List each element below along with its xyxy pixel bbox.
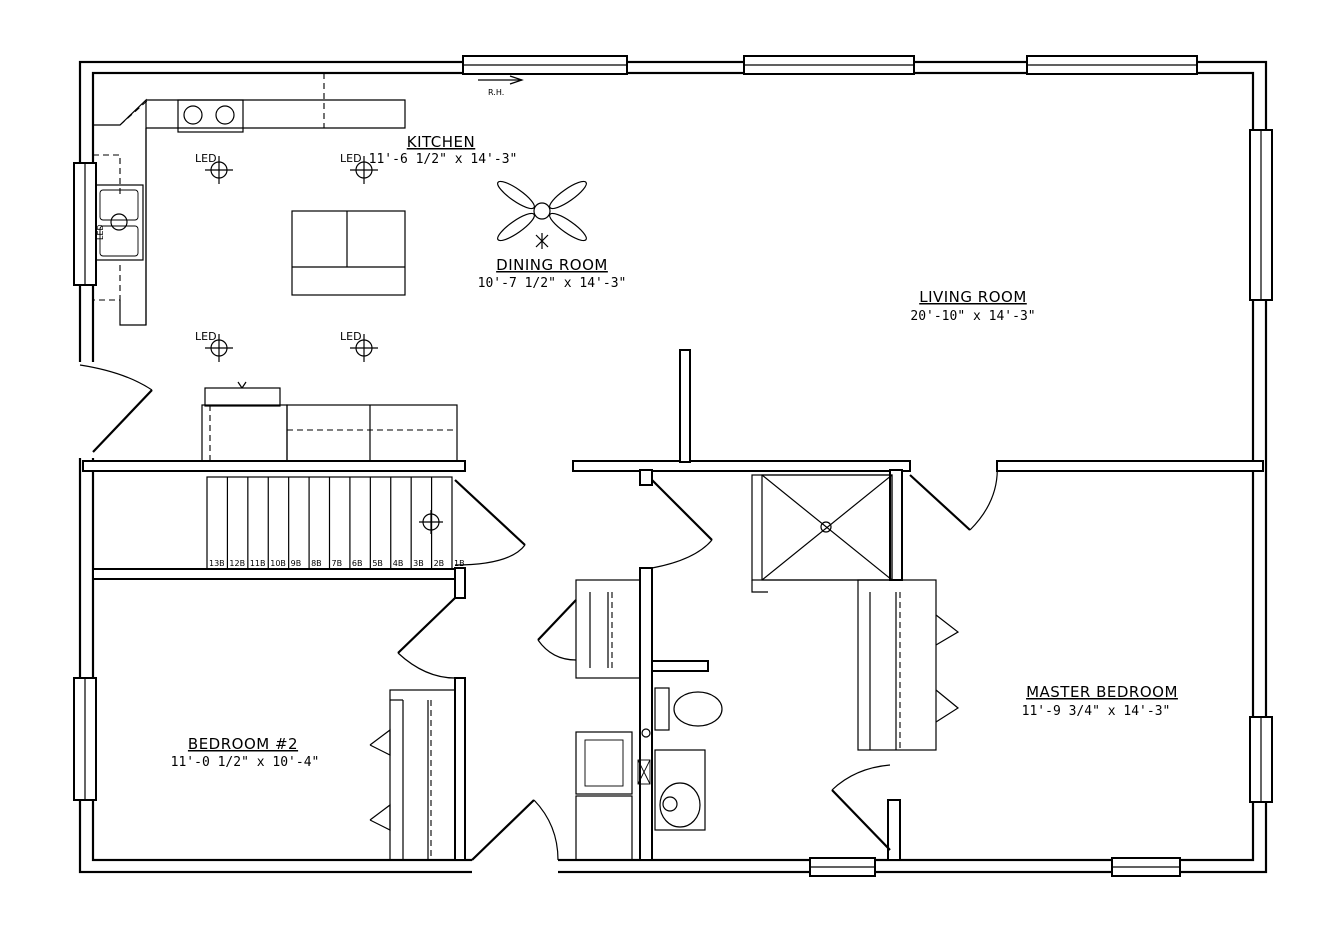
bedroom2-closet	[369, 689, 456, 861]
bedroom2-dims: 11'-0 1/2" x 10'-4"	[171, 755, 320, 770]
counter-unit	[201, 381, 458, 462]
windows	[73, 55, 1273, 877]
dining-name: DINING ROOM	[496, 256, 608, 274]
stair-label: 8B	[311, 559, 322, 568]
master-closet	[857, 579, 960, 751]
led-label: LED	[340, 330, 362, 343]
exterior-doors	[74, 362, 559, 876]
living-dims: 20'-10" x 14'-3"	[910, 309, 1035, 324]
stair-label: 11B	[250, 559, 266, 568]
room-labels: KITCHEN 11'-6 1/2" x 14'-3" DINING ROOM …	[171, 133, 1178, 770]
led-light: LED	[340, 152, 378, 184]
stair-label: 4B	[393, 559, 404, 568]
led-lights: LED LED LED LED	[195, 152, 378, 362]
dining-dims: 10'-7 1/2" x 14'-3"	[478, 276, 627, 291]
stair-label: 1B	[454, 559, 465, 568]
kitchen-cabinets: LED	[93, 73, 406, 326]
hall-closet	[537, 579, 641, 679]
rh-arrow-icon: R.H.	[478, 75, 524, 97]
master-dims: 11'-9 3/4" x 14'-3"	[1022, 704, 1171, 719]
kitchen-name: KITCHEN	[407, 133, 476, 151]
led-label: LED	[340, 152, 362, 165]
led-label: LED	[195, 152, 217, 165]
ceiling-fan-icon	[497, 180, 587, 249]
led-light: LED	[195, 152, 233, 184]
stair-label: 3B	[413, 559, 424, 568]
master-name: MASTER BEDROOM	[1026, 683, 1178, 701]
stairs: 13B 12B 11B 10B 9B 8B 7B 6B 5B 4B 3B 2B 1B	[206, 476, 465, 570]
stair-label: 13B	[209, 559, 225, 568]
led-light: LED	[340, 330, 378, 362]
stair-label: 10B	[270, 559, 286, 568]
interior-doors	[397, 462, 998, 851]
svg-text:LED: LED	[96, 224, 105, 240]
interior-walls	[82, 349, 1264, 861]
led-label: LED	[195, 330, 217, 343]
stair-label: 7B	[332, 559, 343, 568]
bathroom-fixtures	[575, 687, 723, 861]
kitchen-dims: 11'-6 1/2" x 14'-3"	[369, 152, 518, 167]
stair-light	[419, 510, 443, 534]
stair-label: 9B	[291, 559, 302, 568]
stair-label: 2B	[434, 559, 445, 568]
rh-label: R.H.	[488, 88, 504, 97]
living-name: LIVING ROOM	[919, 288, 1027, 306]
stair-label: 5B	[372, 559, 383, 568]
stair-label: 12B	[229, 559, 245, 568]
led-light: LED	[195, 330, 233, 362]
stair-label: 6B	[352, 559, 363, 568]
bedroom2-name: BEDROOM #2	[188, 735, 298, 753]
shower	[751, 474, 893, 593]
